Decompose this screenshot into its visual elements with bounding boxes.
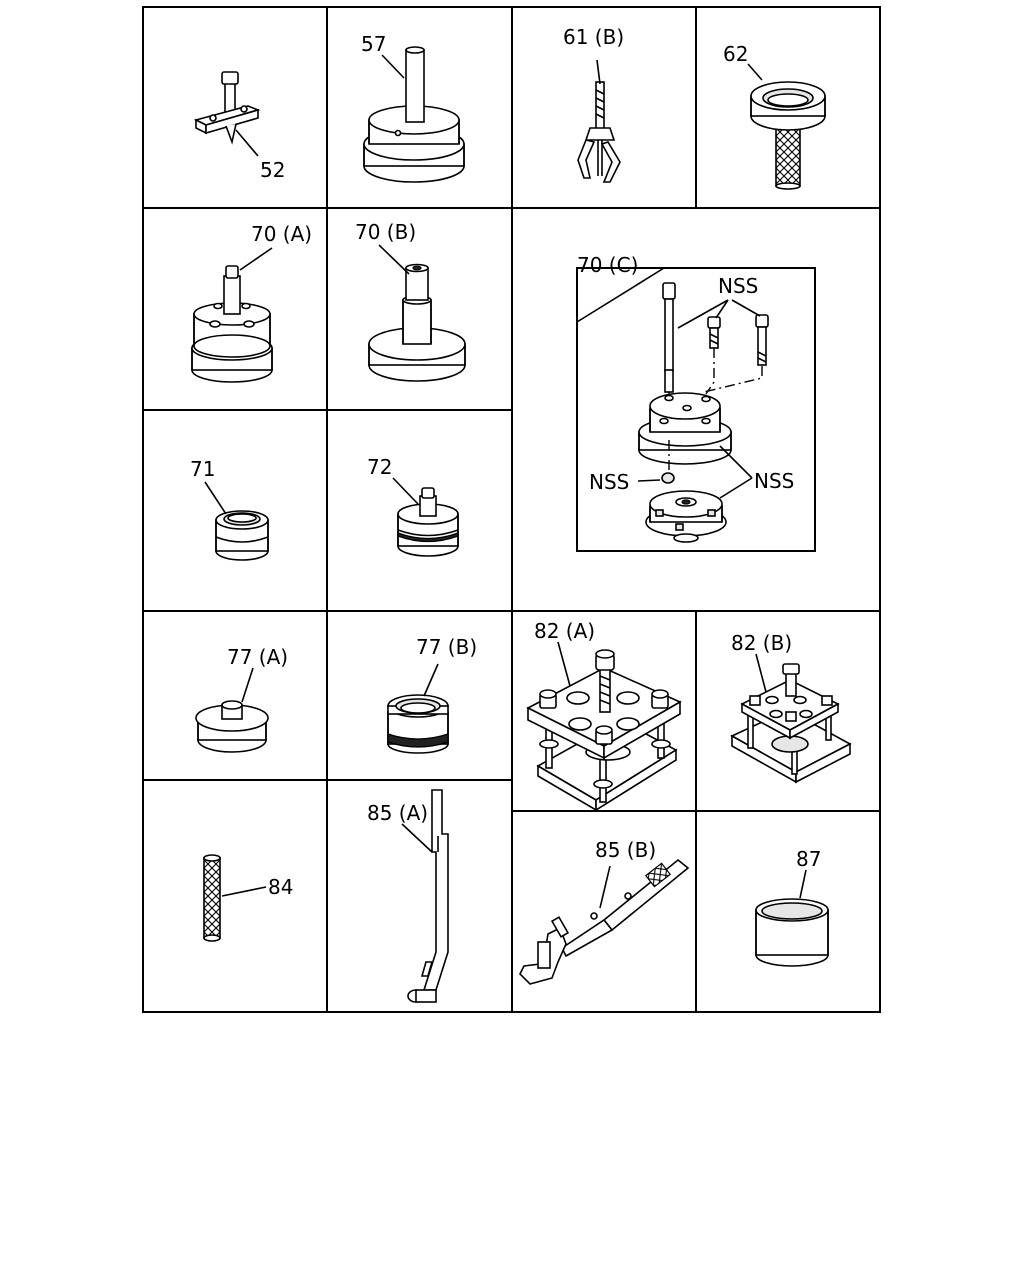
grid-frame [142, 6, 881, 1013]
label-62: 62 [723, 42, 748, 66]
label-nss-left: NSS [589, 470, 629, 494]
tool-70c: 70 (C) NSS [576, 253, 816, 552]
tool-70a: 70 (A) [191, 222, 312, 383]
label-72: 72 [367, 455, 392, 479]
label-71: 71 [190, 457, 215, 481]
label-82a: 82 (A) [534, 619, 595, 643]
label-61b: 61 (B) [563, 25, 624, 49]
tool-82b: 82 (B) [730, 631, 852, 784]
tool-72: 72 [367, 455, 459, 557]
label-nss-top: NSS [718, 274, 758, 298]
tool-70b: 70 (B) [355, 220, 466, 382]
tool-84: 84 [203, 854, 293, 942]
label-70c: 70 (C) [577, 253, 638, 277]
label-84: 84 [268, 875, 293, 899]
label-77b: 77 (B) [416, 635, 477, 659]
tool-57: 57 [361, 32, 465, 183]
label-87: 87 [796, 847, 821, 871]
label-85a: 85 (A) [367, 801, 428, 825]
tool-52: 52 [193, 71, 285, 182]
label-70b: 70 (B) [355, 220, 416, 244]
tool-87: 87 [755, 847, 829, 967]
tool-62: 62 [723, 42, 826, 190]
tool-77a: 77 (A) [195, 645, 288, 753]
tool-82a: 82 (A) [526, 619, 682, 812]
label-52: 52 [260, 158, 285, 182]
tool-85b: 85 (B) [519, 838, 690, 985]
label-77a: 77 (A) [227, 645, 288, 669]
label-nss-right: NSS [754, 469, 794, 493]
label-82b: 82 (B) [731, 631, 792, 655]
label-85b: 85 (B) [595, 838, 656, 862]
tool-77b: 77 (B) [387, 635, 477, 754]
label-57: 57 [361, 32, 386, 56]
tool-61b: 61 (B) [563, 25, 624, 183]
label-70a: 70 (A) [251, 222, 312, 246]
tool-71: 71 [190, 457, 269, 561]
tool-85a: 85 (A) [367, 789, 449, 1003]
